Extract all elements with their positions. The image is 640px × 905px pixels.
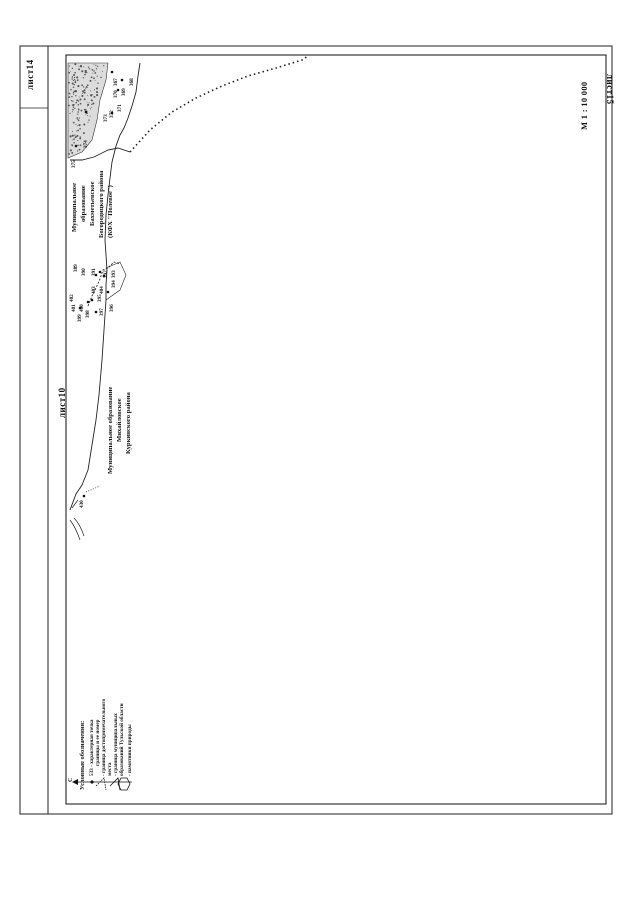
point-number: 367 — [113, 78, 119, 86]
area-label-mikhaylovskoe-3: Куркинского района — [125, 392, 132, 454]
legend-item-text: - памятники природы — [127, 724, 133, 776]
legend-item-text: образований Тульской области — [119, 703, 125, 776]
point-number: 373 — [103, 114, 109, 122]
point-number: 396 — [109, 304, 115, 312]
point-number: 402 — [69, 294, 75, 302]
point-number: 391 — [91, 268, 97, 276]
map-frame — [65, 54, 607, 805]
landmark-boundary-icon — [95, 777, 107, 791]
point-number: 368 — [129, 78, 135, 86]
point-number: 400 — [79, 304, 85, 312]
area-label-bakhmetevskoe-1: Муниципальное — [71, 183, 78, 232]
feature-curves — [69, 499, 85, 541]
legend-title: Условные обозначения: — [79, 720, 86, 790]
point-number: 371 — [117, 104, 123, 112]
point-number: 389 — [73, 264, 79, 272]
sheet-label: лист14 — [25, 59, 35, 90]
point-number: 395 — [97, 294, 103, 302]
point-number: 374 — [83, 140, 89, 148]
point-number: 393 — [111, 270, 117, 278]
point-number: 375 — [71, 160, 77, 168]
point-number: 397 — [99, 308, 105, 316]
north-arrow-head — [72, 779, 78, 785]
point-number: 398 — [85, 310, 91, 318]
point-number: 372 — [109, 110, 115, 118]
point-number: 399 — [77, 314, 83, 322]
nature-monument-icon — [117, 777, 131, 791]
point-number: 394 — [111, 280, 117, 288]
point-number: 370 — [113, 90, 119, 98]
point-number: 392 — [103, 270, 109, 278]
area-label-bakhmetevskoe-3: Бахметьевское — [89, 181, 96, 226]
area-label-mikhaylovskoe-1: Муниципальное образование — [107, 386, 114, 474]
area-label-bakhmetevskoe-4: Богородицкого района — [98, 170, 105, 238]
point-number: 390 — [81, 268, 87, 276]
point-number: 403 — [91, 286, 97, 294]
north-label: С — [68, 777, 74, 782]
point-number: 401 — [71, 304, 77, 312]
municipal-boundary-icon — [109, 777, 121, 791]
point-number: 369 — [121, 88, 127, 96]
legend-icons — [90, 777, 131, 791]
municipal-boundary-branch — [105, 261, 127, 301]
district-boundary-line — [129, 55, 309, 153]
point-number: 430 — [79, 500, 85, 508]
point-number: 404 — [99, 286, 105, 294]
district-boundary-connector — [70, 147, 131, 161]
area-label-mikhaylovskoe-2: Михайловское — [116, 398, 123, 442]
neighbor-sheet-left: лист10 — [57, 387, 67, 418]
landmark-boundary-dashed — [87, 261, 121, 307]
outer-frame — [19, 45, 613, 815]
area-label-bakhmetevskoe-2: образование — [80, 185, 87, 222]
point-markers — [74, 70, 124, 498]
dotted-spur — [85, 485, 101, 493]
forest-area — [67, 62, 109, 159]
area-label-bakhmetevskoe-5: (КФХ "Полевое") — [107, 185, 114, 238]
neighbor-sheet-right: лист15 — [605, 74, 615, 105]
map-scale: М 1 : 10 000 — [579, 81, 589, 130]
municipal-boundary-line — [69, 62, 141, 511]
